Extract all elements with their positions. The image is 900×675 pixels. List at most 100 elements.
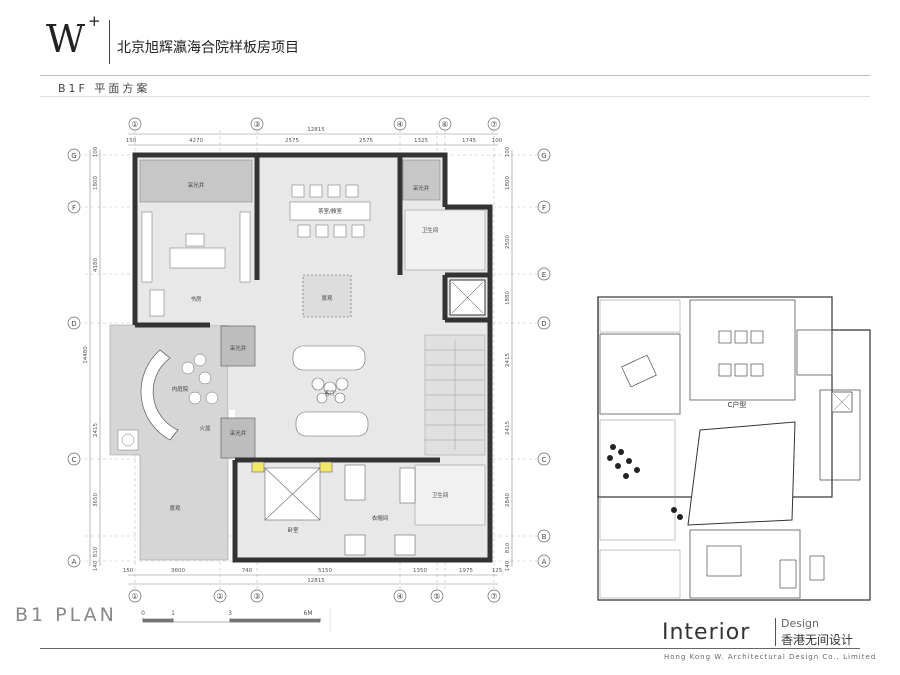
svg-text:150: 150 [123, 568, 134, 574]
svg-text:740: 740 [242, 568, 253, 574]
room-label: 景观 [321, 295, 333, 302]
dimension-text-bottom: 150 3600 740 5150 1350 1975 125 12815 [123, 568, 503, 584]
svg-text:1350: 1350 [413, 568, 427, 574]
svg-text:12815: 12815 [307, 127, 325, 133]
footer-rule [40, 648, 860, 649]
plan-caption: B1 PLAN [15, 604, 117, 626]
svg-text:140: 140 [93, 560, 99, 571]
svg-text:150: 150 [126, 138, 137, 144]
fire-pit-symbol [117, 429, 139, 451]
dimension-text-right: 100 1800 2500 1880 2415 2415 2840 810 14… [505, 146, 511, 571]
column-grid-labels-top: ① ③ ④ ⑥ ⑦ [131, 120, 497, 129]
svg-text:A: A [542, 558, 547, 566]
logo-divider [109, 20, 110, 64]
svg-text:F: F [72, 204, 76, 212]
svg-text:⑤: ⑤ [433, 592, 440, 601]
lightwell-lower [220, 417, 256, 459]
brand-divider [775, 618, 776, 646]
svg-text:③: ③ [253, 592, 260, 601]
level-title: B1F 平面方案 [58, 82, 151, 95]
svg-text:2500: 2500 [505, 235, 511, 249]
room-label: 书房 [190, 295, 202, 303]
svg-text:D: D [71, 320, 76, 328]
svg-text:F: F [542, 204, 546, 212]
bathroom-top [404, 209, 486, 271]
svg-text:3650: 3650 [93, 493, 99, 507]
svg-text:A: A [72, 558, 77, 566]
svg-text:⑦: ⑦ [490, 592, 497, 601]
project-title: 北京旭辉瀛海合院样板房项目 [117, 40, 299, 56]
room-label: 客厅 [324, 389, 336, 397]
grid-label: ⑥ [441, 120, 448, 129]
lightwell-top-right [402, 159, 441, 201]
level-rule [40, 96, 870, 97]
thumbnail-plan: C户型 [597, 296, 871, 601]
study-furniture [141, 211, 251, 317]
dimension-text-top: 12815 150 4270 2575 2575 1325 1745 100 [126, 127, 503, 144]
brand-wordmark: Interior [662, 620, 751, 645]
living-room-furniture [292, 345, 369, 437]
view-panel [302, 274, 352, 318]
thumbnail-plants [607, 444, 683, 520]
room-label: 内庭院 [172, 385, 189, 393]
room-label: 卧室 [287, 526, 299, 534]
svg-text:B: B [542, 533, 547, 541]
svg-text:2575: 2575 [285, 138, 299, 144]
row-grid-bubbles [67, 148, 551, 568]
svg-text:1880: 1880 [505, 291, 511, 305]
svg-text:12815: 12815 [307, 578, 325, 584]
svg-text:G: G [541, 152, 546, 160]
courtyard-stools [181, 353, 219, 405]
column-grid-labels-bottom: ① ② ③ ④ ⑤ ⑦ [131, 592, 497, 601]
brand-design-text: Design [781, 617, 819, 630]
svg-text:6M: 6M [304, 610, 313, 617]
grid-label: ① [131, 120, 138, 129]
tea-room-furniture [289, 184, 371, 238]
elevator [449, 279, 486, 316]
svg-text:1325: 1325 [414, 138, 428, 144]
svg-text:1800: 1800 [505, 176, 511, 190]
svg-text:100: 100 [93, 146, 99, 157]
courtyard-curved-bench [140, 349, 179, 441]
dimension-text-left: 100 1800 4180 14480 2415 3650 810 140 [83, 146, 99, 571]
room-labels: 采光井 采光井 茶室/雅室 卫生间 书房 景观 采光井 内庭院 客厅 火盆 采光… [169, 181, 448, 534]
room-label: 景观 [169, 505, 181, 512]
svg-text:1975: 1975 [459, 568, 473, 574]
column-grid-bubbles-top [128, 117, 501, 131]
svg-text:125: 125 [492, 568, 503, 574]
svg-text:3: 3 [228, 610, 232, 617]
svg-text:4270: 4270 [189, 138, 203, 144]
grid-label: ⑦ [490, 120, 497, 129]
svg-text:2415: 2415 [505, 353, 511, 367]
column-grid-bubbles-bottom [128, 589, 501, 603]
brand-chinese-name: 香港无间设计 [781, 633, 854, 647]
bedroom-furniture [251, 461, 416, 556]
room-label: 采光井 [230, 429, 247, 437]
svg-text:2415: 2415 [93, 423, 99, 437]
logo-plus: + [88, 12, 101, 30]
svg-text:100: 100 [505, 146, 511, 157]
thumbnail-label: C户型 [728, 400, 747, 409]
lightwell-top-left [139, 159, 253, 203]
svg-text:C: C [542, 456, 547, 464]
grid-label: ④ [396, 120, 403, 129]
staircase [424, 334, 486, 456]
bathroom-bottom [414, 464, 486, 526]
svg-text:2840: 2840 [505, 493, 511, 507]
room-label: 采光井 [188, 181, 205, 189]
svg-text:140: 140 [505, 560, 511, 571]
svg-text:G: G [71, 152, 76, 160]
scale-bar [142, 618, 321, 623]
room-label: 茶室/雅室 [318, 207, 342, 215]
room-label: 火盆 [199, 424, 211, 432]
svg-text:D: D [541, 320, 546, 328]
scale-bar-labels: 0 1 3 6M [141, 610, 312, 617]
logo-mark: W [46, 17, 85, 61]
svg-text:④: ④ [396, 592, 403, 601]
svg-text:0: 0 [141, 610, 145, 617]
dimension-lines [89, 133, 513, 585]
svg-text:810: 810 [505, 542, 511, 553]
walls [132, 152, 493, 563]
room-label: 衣帽间 [372, 514, 389, 522]
